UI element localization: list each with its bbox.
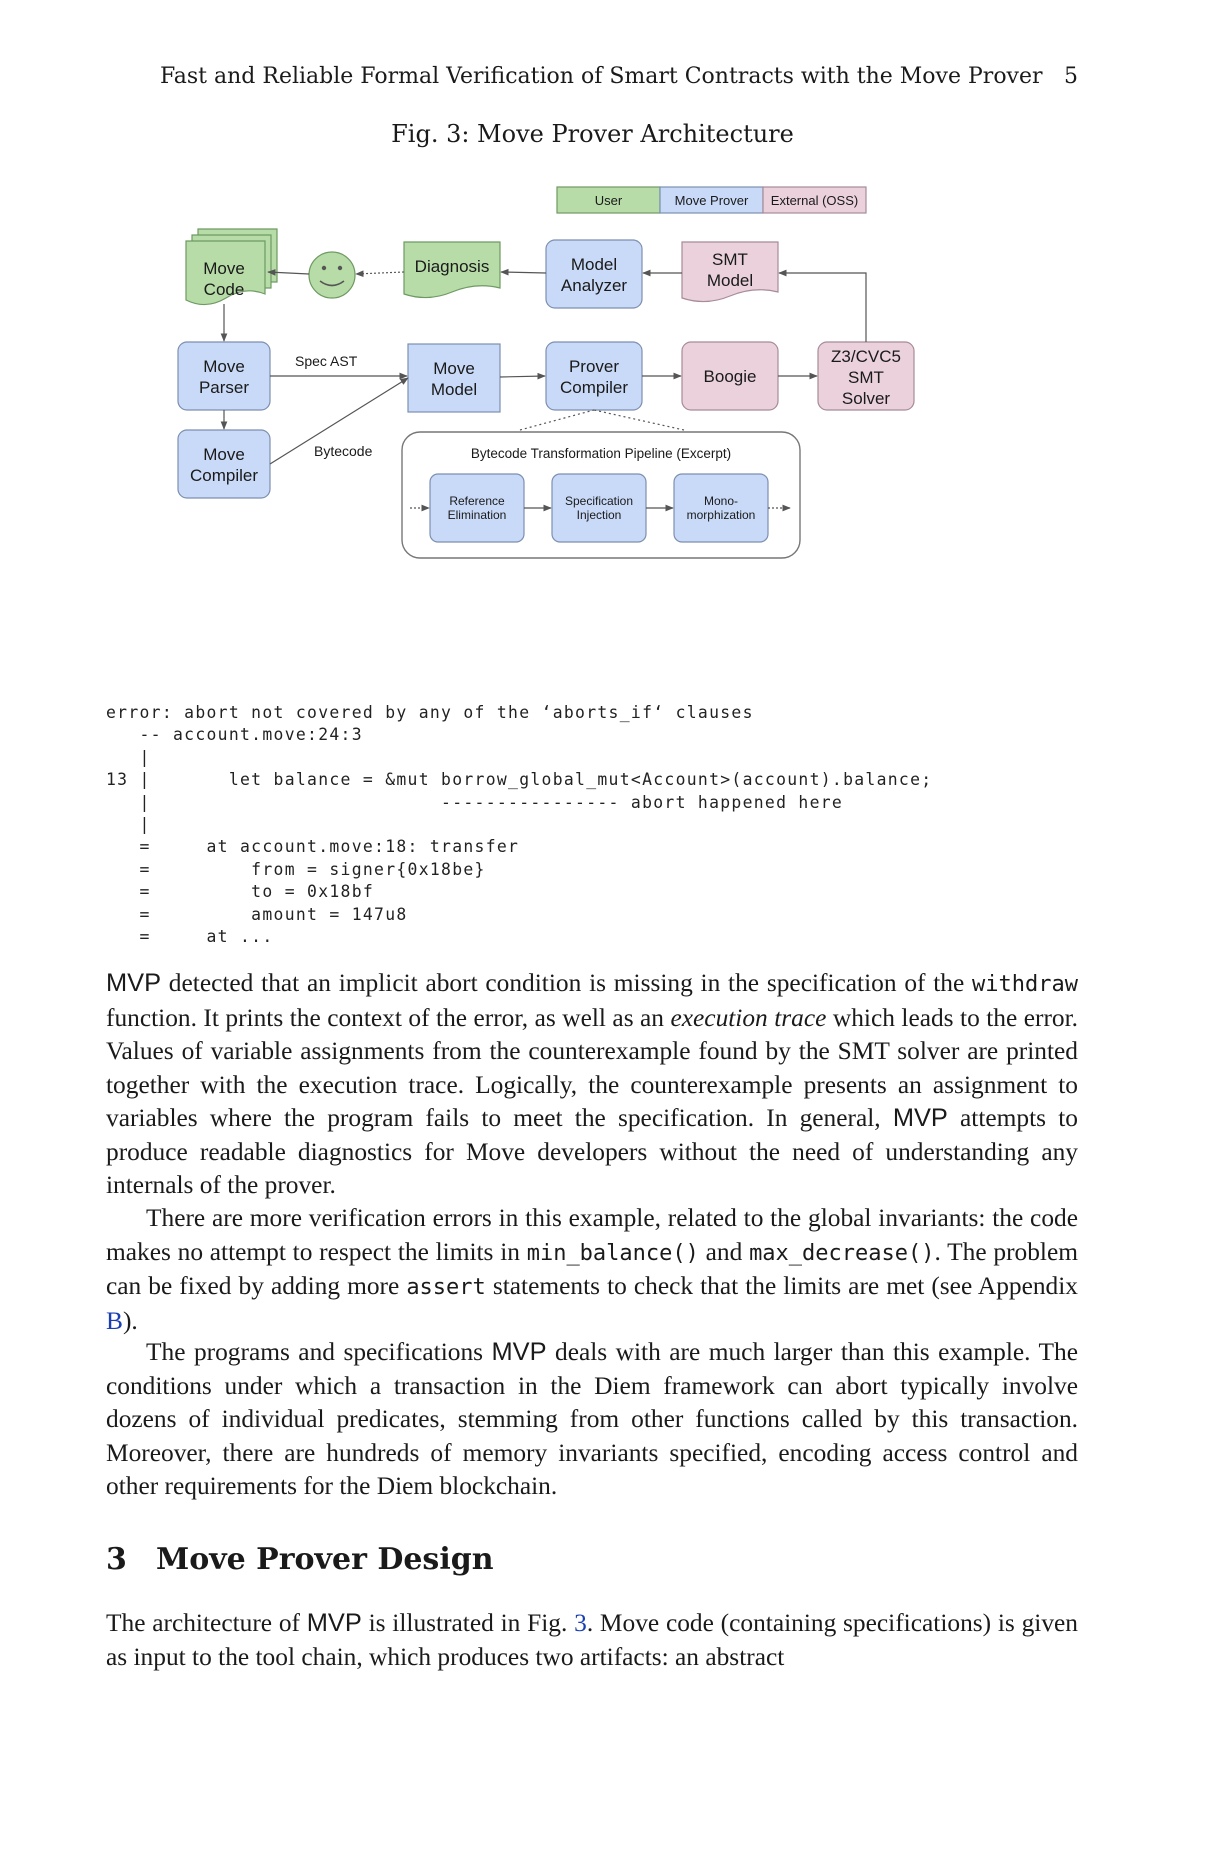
model-analyzer-node: Model Analyzer: [545, 239, 643, 309]
prover-compiler-label-2: Compiler: [560, 378, 628, 397]
figure-3-link[interactable]: 3: [574, 1609, 587, 1637]
boogie-label: Boogie: [704, 367, 757, 386]
move-code-label-2: Code: [204, 280, 245, 299]
paragraph-diagnostics: MVP detected that an implicit abort cond…: [106, 969, 1079, 1199]
user-smiley-icon: [308, 251, 356, 299]
move-compiler-label-1: Move: [203, 445, 245, 464]
smt-model-label-1: SMT: [712, 250, 748, 269]
solver-label-1: Z3/CVC5: [831, 347, 901, 366]
monomorphization-label-2: morphization: [687, 508, 756, 522]
legend-user-swatch: [556, 186, 661, 214]
diagram-edges: [220, 268, 867, 512]
move-compiler-node: Move Compiler: [177, 429, 271, 499]
move-parser-node: Move Parser: [177, 341, 271, 411]
move-compiler-label-2: Compiler: [190, 466, 258, 485]
smt-model-label-2: Model: [707, 271, 753, 290]
model-analyzer-label-1: Model: [571, 255, 617, 274]
smt-model-node: SMT Model: [681, 241, 779, 303]
paragraph-architecture: The architecture of MVP is illustrated i…: [106, 1609, 1078, 1671]
figure-caption: Fig. 3: Move Prover Architecture: [391, 120, 794, 148]
diagnosis-node: Diagnosis: [403, 241, 501, 299]
legend-external-swatch: [762, 186, 867, 214]
legend: User Move Prover External (OSS): [556, 186, 867, 214]
legend-user-label: User: [595, 193, 623, 208]
pipeline-title: Bytecode Transformation Pipeline (Excerp…: [471, 446, 731, 461]
specification-injection-label-2: Injection: [577, 508, 622, 522]
boogie-node: Boogie: [681, 341, 779, 411]
reference-elimination-label-2: Elimination: [448, 508, 507, 522]
page-number: 5: [1064, 64, 1078, 89]
section-number: 3: [106, 1542, 127, 1577]
legend-prover-swatch: [659, 186, 764, 214]
legend-external-label: External (OSS): [771, 193, 858, 208]
reference-elimination-label-1: Reference: [449, 494, 505, 508]
legend-prover-label: Move Prover: [675, 193, 749, 208]
section-heading: 3 Move Prover Design: [106, 1542, 494, 1577]
solver-label-3: Solver: [842, 389, 891, 408]
move-parser-label-1: Move: [203, 357, 245, 376]
paragraph-invariants: There are more verification errors in th…: [106, 1204, 1078, 1335]
appendix-b-link[interactable]: B: [106, 1306, 123, 1335]
running-title: Fast and Reliable Formal Verification of…: [160, 64, 1043, 89]
move-parser-label-2: Parser: [199, 378, 249, 397]
solver-label-2: SMT: [848, 368, 884, 387]
move-model-label-2: Model: [431, 380, 477, 399]
bytecode-label: Bytecode: [314, 443, 373, 459]
monomorphization-label-1: Mono-: [704, 494, 738, 508]
move-model-node: Move Model: [407, 343, 501, 413]
diagnosis-label: Diagnosis: [415, 257, 490, 276]
error-code-listing: error: abort not covered by any of the ‘…: [106, 703, 933, 947]
move-code-node: Move Code: [185, 228, 278, 306]
smt-solver-node: Z3/CVC5 SMT Solver: [817, 341, 915, 411]
bytecode-pipeline-group: Bytecode Transformation Pipeline (Excerp…: [401, 431, 801, 559]
prover-compiler-label-1: Prover: [569, 357, 619, 376]
spec-ast-label: Spec AST: [295, 353, 358, 369]
section-title: Move Prover Design: [156, 1542, 494, 1577]
prover-compiler-node: Prover Compiler: [545, 341, 643, 411]
paragraph-scale: The programs and specifications MVP deal…: [106, 1338, 1078, 1500]
move-model-label-1: Move: [433, 359, 475, 378]
specification-injection-label-1: Specification: [565, 494, 633, 508]
architecture-diagram: User Move Prover External (OSS) Move Cod…: [177, 186, 915, 559]
model-analyzer-label-2: Analyzer: [561, 276, 627, 295]
move-code-label-1: Move: [203, 259, 245, 278]
